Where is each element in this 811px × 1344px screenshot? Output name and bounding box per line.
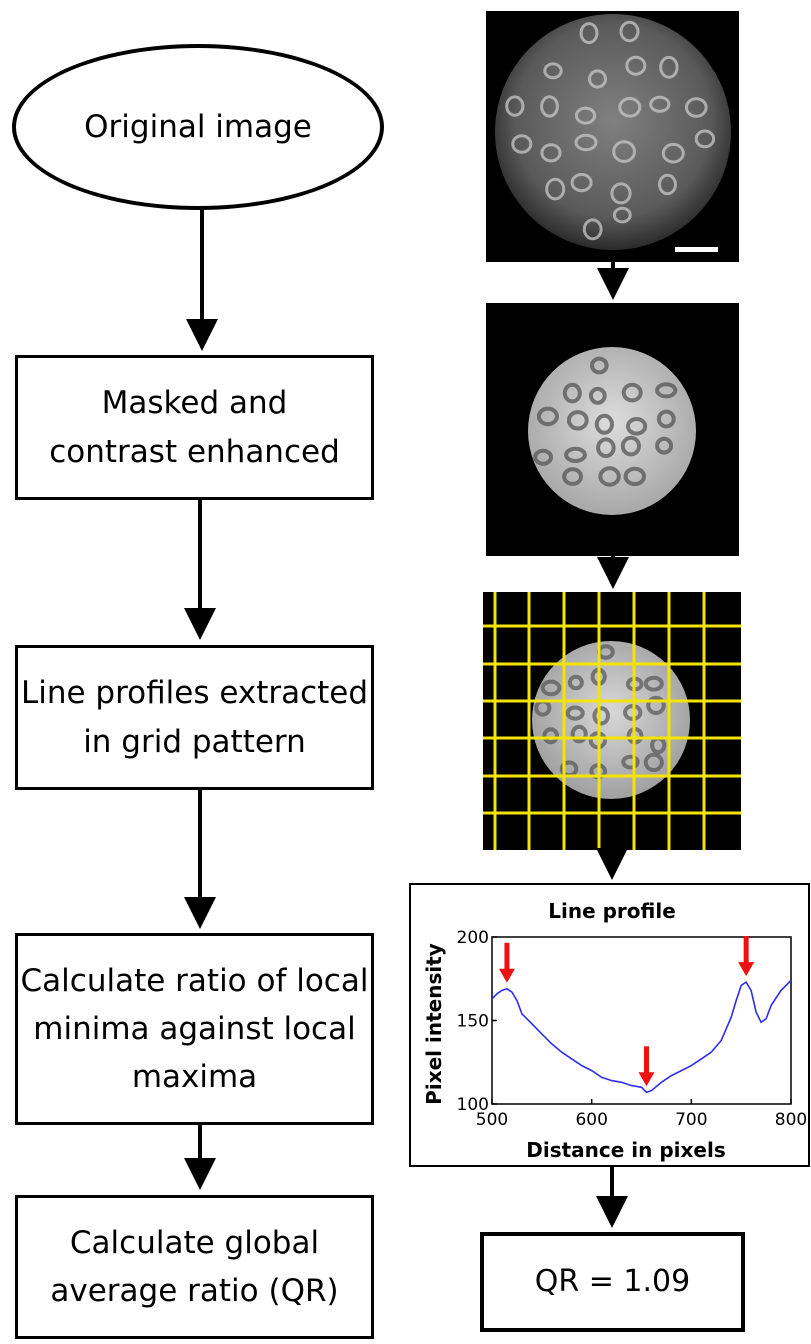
cell-ring	[588, 69, 607, 89]
x-tick-label: 800	[775, 1110, 807, 1130]
cell-ring	[596, 437, 616, 458]
line-profiles-node: Line profiles extracted in grid pattern	[15, 645, 374, 790]
cell-ring	[536, 406, 559, 427]
cell-ring	[540, 143, 562, 163]
cell-ring	[612, 206, 632, 224]
y-tick-label: 150	[457, 1012, 489, 1032]
marker-arrow	[498, 942, 515, 983]
ratio-label-line2: minima against local	[33, 1010, 356, 1047]
cell-ring	[574, 106, 597, 125]
masked-label-line2: contrast enhanced	[49, 433, 340, 470]
scale-bar	[675, 247, 718, 252]
ratio-label-line1: Calculate ratio of local	[20, 962, 369, 999]
masked-image-panel	[486, 303, 739, 556]
original-image-label: Original image	[84, 108, 312, 145]
masked-contrast-node: Masked and contrast enhanced	[15, 355, 374, 500]
original-image-graphic	[495, 14, 731, 252]
y-tick-label: 100	[457, 1095, 489, 1115]
cell-ring	[610, 182, 632, 205]
x-tick-label: 700	[675, 1110, 707, 1130]
global-label-line1: Calculate global	[69, 1224, 320, 1261]
line-profile-chart: Line profile Pixel intensity Distance in…	[422, 899, 807, 1162]
extraction-grid	[483, 592, 741, 850]
global-label-line2: average ratio (QR)	[50, 1273, 339, 1309]
cell-ring	[579, 22, 599, 45]
cell-ring	[619, 20, 640, 43]
cell-ring	[659, 55, 679, 79]
cell-ring	[612, 140, 637, 163]
qr-result-box: QR = 1.09	[480, 1232, 745, 1332]
profile-series-line	[491, 979, 792, 1094]
cell-ring	[643, 752, 664, 772]
original-image-panel	[486, 11, 739, 262]
chart-title: Line profile	[548, 899, 676, 923]
cell-ring	[694, 129, 716, 149]
cell-ring	[562, 467, 583, 486]
cell-ring	[570, 724, 588, 744]
cell-ring	[511, 134, 533, 154]
x-tick-label: 500	[476, 1110, 508, 1130]
cell-ring	[564, 446, 587, 463]
cell-ring	[542, 727, 559, 745]
global-ratio-node: Calculate global average ratio (QR)	[15, 1195, 374, 1339]
cell-ring	[540, 679, 562, 697]
cell-ring	[620, 435, 641, 457]
cell-ring	[588, 386, 607, 405]
cell-ring	[658, 173, 677, 196]
x-axis-label: Distance in pixels	[526, 1138, 726, 1162]
cell-ring	[626, 417, 648, 436]
qr-result-text: QR = 1.09	[534, 1263, 691, 1299]
cell-ring	[621, 754, 640, 770]
original-image-node: Original image	[12, 44, 384, 210]
cell-ring	[655, 382, 678, 399]
cell-ring	[643, 675, 664, 692]
y-tick-label: 200	[457, 928, 489, 948]
cell-ring	[618, 97, 642, 118]
profiles-label-line2: in grid pattern	[83, 723, 306, 760]
cell-ring	[661, 142, 685, 164]
profiles-label-line1: Line profiles extracted	[20, 675, 369, 712]
cell-ring	[625, 55, 647, 76]
cell-ring	[594, 413, 615, 435]
ratio-label-line3: maxima	[131, 1059, 258, 1096]
cell-ring	[505, 95, 525, 117]
cell-ring	[570, 173, 593, 193]
cell-ring	[655, 436, 674, 455]
cell-ring	[533, 448, 553, 466]
cell-ring	[623, 466, 647, 487]
ratio-node: Calculate ratio of local minima against …	[15, 933, 374, 1125]
cell-ring	[574, 133, 598, 152]
cell-ring	[621, 382, 643, 403]
cell-ring	[590, 356, 609, 375]
x-tick-label: 600	[575, 1110, 607, 1130]
cell-ring	[646, 695, 666, 716]
cell-ring	[540, 95, 559, 118]
line-profile-plot: Line profile Pixel intensity Distance in…	[409, 883, 810, 1167]
cell-ring	[566, 410, 589, 431]
masked-label-line1: Masked and	[101, 385, 288, 422]
marker-arrow	[638, 1046, 655, 1087]
cell-ring	[565, 705, 585, 721]
grid-image-panel	[483, 592, 741, 850]
marker-arrow	[738, 936, 755, 977]
cell-ring	[562, 382, 582, 404]
cell-ring	[592, 706, 610, 726]
cell-ring	[656, 409, 676, 429]
cell-ring	[543, 62, 563, 80]
cell-ring	[567, 674, 584, 691]
masked-image-graphic	[528, 347, 696, 515]
y-axis-label: Pixel intensity	[422, 943, 446, 1105]
cell-ring	[545, 177, 566, 201]
cell-ring	[649, 95, 671, 113]
grid-image-graphic	[483, 592, 741, 850]
cell-ring	[582, 218, 603, 241]
cell-ring	[598, 466, 621, 487]
cell-ring	[685, 97, 708, 118]
